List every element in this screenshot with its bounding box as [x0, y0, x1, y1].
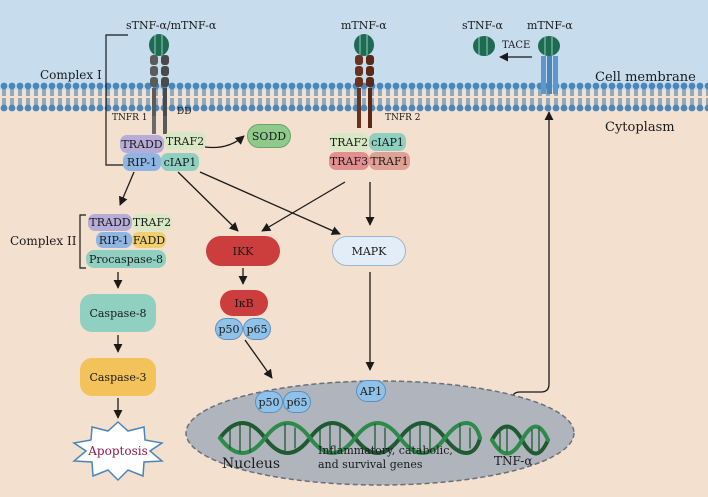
- p50-box-nucleus: p50: [255, 391, 283, 413]
- tnfr1-receptor-icon: [150, 55, 169, 134]
- c2-rip1-box: RIP-1: [96, 232, 132, 248]
- arrow-complex-i-to-mapk: [199, 171, 341, 235]
- tnf-gene-label: TNF-α: [494, 454, 533, 468]
- arrow-tnf-gene-to-membrane-tnf: [511, 111, 554, 418]
- soluble-tnf-icon: [473, 36, 495, 56]
- tnfr2-receptor-icon: [355, 55, 374, 128]
- c2-fadd-box: FADD: [132, 232, 166, 248]
- tnfr1-label: TNFR 1: [112, 113, 148, 123]
- mtnf-center-label: mTNF-α: [341, 19, 387, 32]
- tnf-gene-helix-icon: [490, 424, 550, 456]
- p65-box-nucleus: p65: [283, 391, 311, 413]
- tradd-box: TRADD: [120, 135, 164, 153]
- arrow-to-sodd: [204, 135, 245, 149]
- p65-box-cytoplasm: p65: [243, 318, 271, 340]
- tnfr2-traf2-box: TRAF2: [329, 133, 369, 151]
- dd-label: DD: [177, 107, 192, 117]
- arrow-complex-i-to-complex-ii: [119, 171, 135, 206]
- complex-i-bracket: [105, 34, 128, 166]
- caspase3-box: Caspase-3: [80, 358, 156, 396]
- apoptosis-label: Apoptosis: [88, 444, 148, 458]
- ikb-box: IκB: [220, 290, 268, 316]
- dna-helix-icon: [218, 421, 482, 455]
- cell-membrane-bilayer: [0, 82, 708, 112]
- stnf-right-label: sTNF-α: [462, 19, 503, 32]
- arrow-complex-i-to-ikk: [177, 171, 239, 232]
- ap1-box: AP1: [356, 380, 386, 402]
- mapk-box: MAPK: [332, 236, 406, 266]
- tace-label: TACE: [502, 40, 531, 51]
- complex-ii-label: Complex II: [10, 234, 77, 248]
- tnf-ligand-icon: [149, 34, 169, 56]
- nucleus-label: Nucleus: [222, 456, 281, 472]
- apoptosis-burst: [72, 420, 164, 482]
- complex-ii-bracket: [79, 214, 86, 269]
- arrow-tnfr2-to-ikk: [261, 181, 346, 232]
- membrane-tnf-icon: [538, 36, 560, 94]
- tnfr2-traf1-box: TRAF1: [369, 152, 410, 170]
- ikk-box: IKK: [206, 236, 280, 266]
- procaspase8-box: Procaspase-8: [86, 250, 166, 268]
- tnfr2-label: TNFR 2: [385, 113, 421, 123]
- mtnf-ligand-icon: [354, 34, 374, 56]
- stnf-mtnf-label: sTNF-α/mTNF-α: [126, 19, 217, 32]
- caspase8-box: Caspase-8: [80, 294, 156, 332]
- arrow-nfkb-to-nucleus: [244, 339, 273, 379]
- ciap1-box: cIAP1: [161, 153, 199, 171]
- genes-label: Inflammatory, catabolic, and survival ge…: [318, 444, 453, 471]
- traf2-box: TRAF2: [164, 132, 206, 150]
- cell-membrane-label: Cell membrane: [595, 70, 696, 85]
- p50-box-cytoplasm: p50: [215, 318, 243, 340]
- tnfr2-ciap1-box: cIAP1: [369, 133, 406, 151]
- sodd-box: SODD: [247, 124, 291, 148]
- mtnf-right-label: mTNF-α: [527, 19, 573, 32]
- c2-tradd-box: TRADD: [88, 214, 132, 231]
- rip1-box: RIP-1: [123, 153, 161, 171]
- complex-i-label: Complex I: [40, 68, 102, 82]
- c2-traf2-box: TRAF2: [132, 214, 172, 231]
- tnfr2-traf3-box: TRAF3: [329, 152, 369, 170]
- cytoplasm-label: Cytoplasm: [605, 120, 675, 135]
